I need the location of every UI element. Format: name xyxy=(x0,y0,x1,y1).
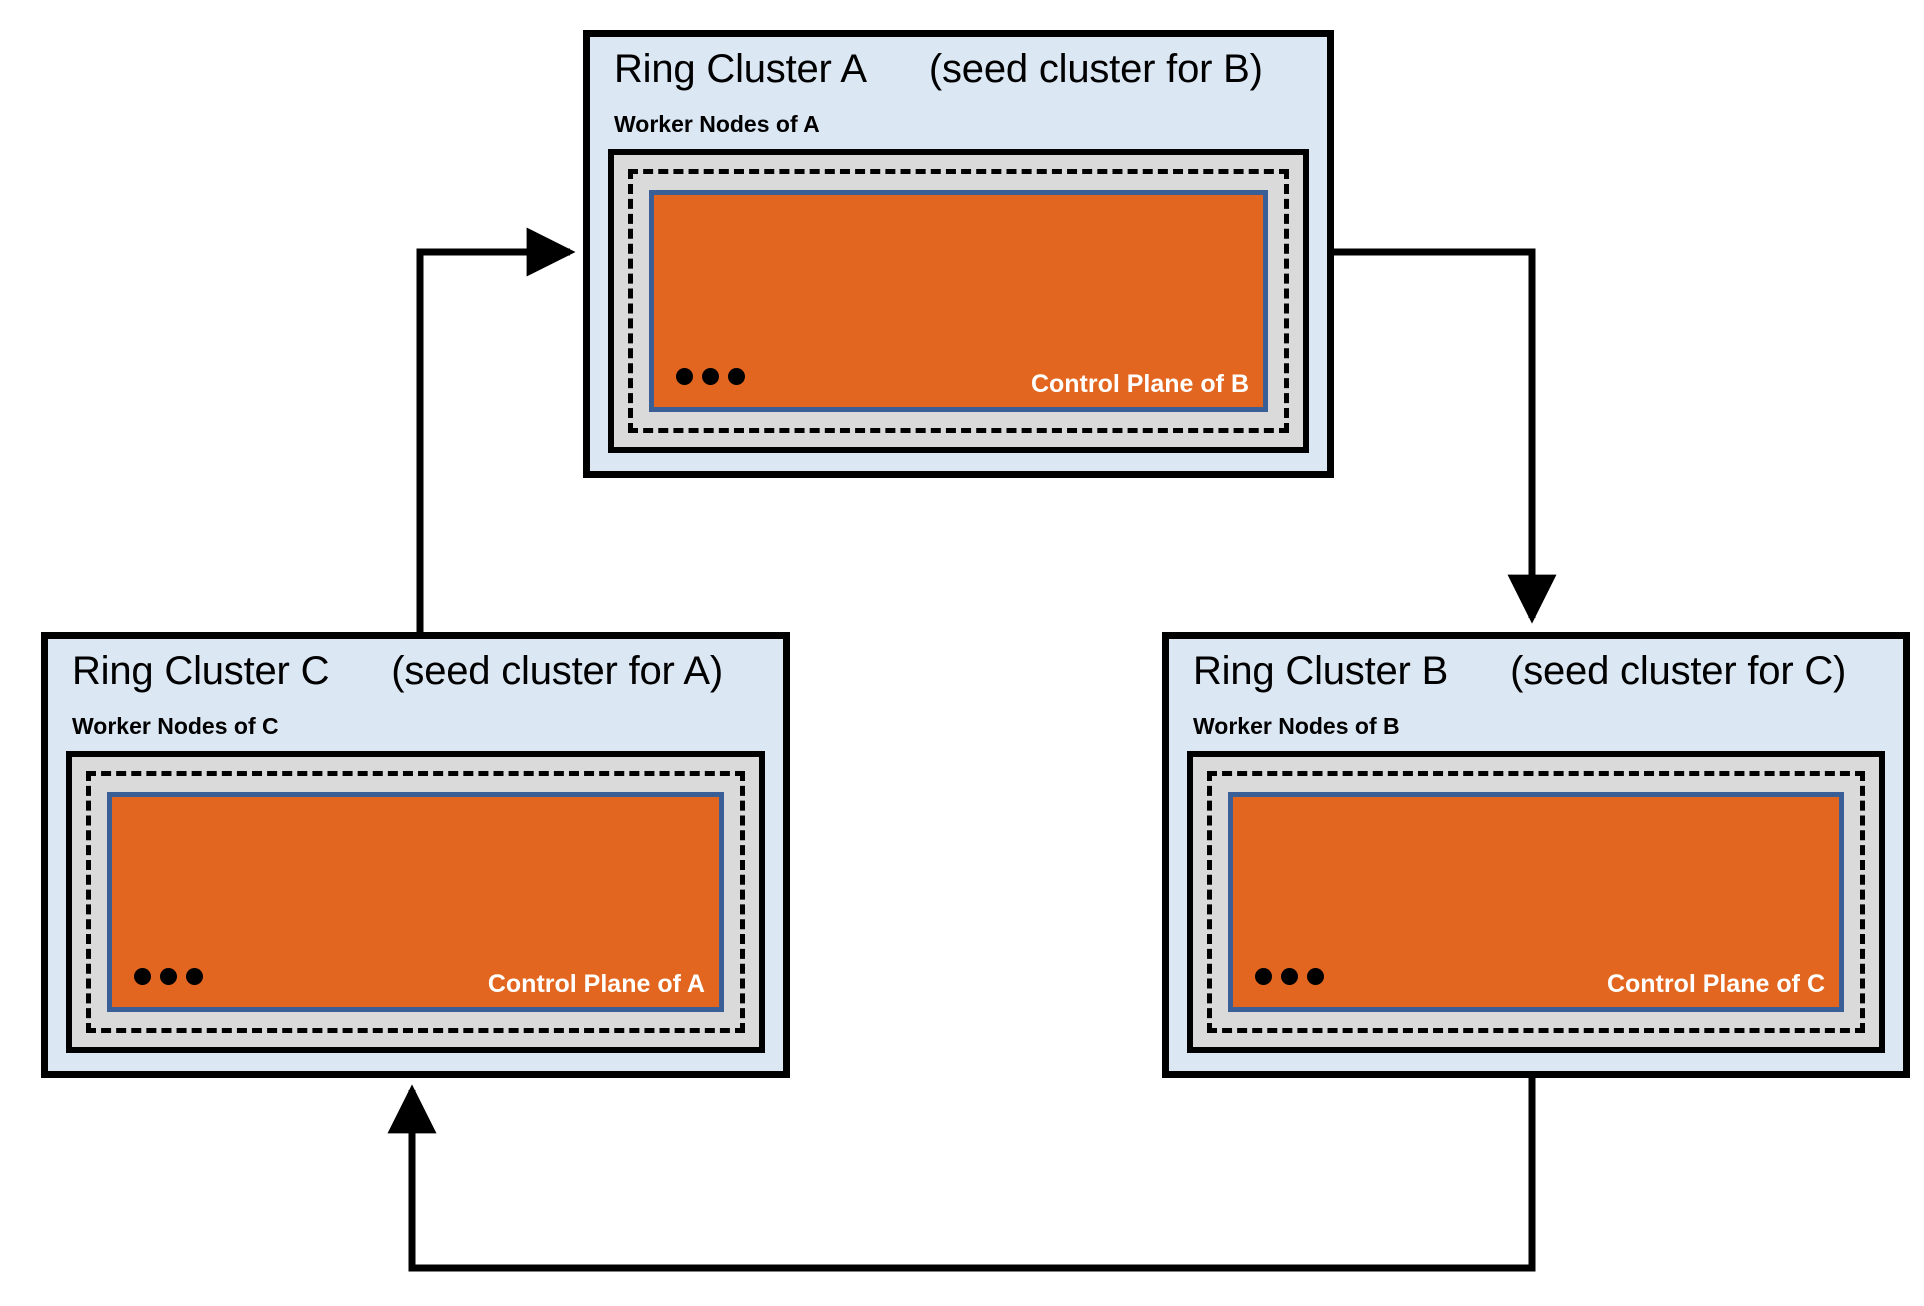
cluster-c-title: Ring Cluster C (seed cluster for A) xyxy=(72,649,723,694)
control-plane-box-c[interactable]: Control Plane of A xyxy=(107,792,724,1012)
cluster-a-name: Ring Cluster A xyxy=(614,47,867,91)
arrow-c-to-a xyxy=(416,227,576,632)
cluster-box-c[interactable]: Ring Cluster C (seed cluster for A) Worke… xyxy=(41,632,790,1078)
arrow-a-to-b xyxy=(1334,248,1557,624)
cluster-c-name: Ring Cluster C xyxy=(72,649,330,693)
cluster-a-worker-label: Worker Nodes of A xyxy=(614,111,820,137)
node-boundary-dashed-c: Control Plane of A xyxy=(86,771,745,1033)
cluster-box-b[interactable]: Ring Cluster B (seed cluster for C) Worke… xyxy=(1162,632,1910,1078)
cluster-c-seed-note: (seed cluster for A) xyxy=(391,649,723,693)
worker-nodes-box-c: Control Plane of A xyxy=(66,751,765,1053)
cluster-b-worker-label: Worker Nodes of B xyxy=(1193,713,1400,739)
control-plane-box-a[interactable]: Control Plane of B xyxy=(649,190,1268,412)
cluster-box-a[interactable]: Ring Cluster A (seed cluster for B) Worke… xyxy=(583,30,1334,478)
arrow-b-to-c xyxy=(387,1078,1536,1272)
ellipsis-icon-b xyxy=(1255,968,1324,985)
worker-nodes-box-b: Control Plane of C xyxy=(1187,751,1885,1053)
worker-nodes-box-a: Control Plane of B xyxy=(608,149,1309,453)
node-boundary-dashed-a: Control Plane of B xyxy=(628,169,1289,433)
control-plane-label-c: Control Plane of A xyxy=(487,970,705,998)
cluster-a-title: Ring Cluster A (seed cluster for B) xyxy=(614,47,1263,92)
cluster-b-name: Ring Cluster B xyxy=(1193,649,1449,693)
control-plane-label-a: Control Plane of B xyxy=(1030,370,1249,398)
cluster-a-seed-note: (seed cluster for B) xyxy=(928,47,1263,91)
cluster-b-seed-note: (seed cluster for C) xyxy=(1510,649,1847,693)
ellipsis-icon-a xyxy=(676,368,745,385)
control-plane-label-b: Control Plane of C xyxy=(1606,970,1825,998)
node-boundary-dashed-b: Control Plane of C xyxy=(1207,771,1865,1033)
ellipsis-icon-c xyxy=(134,968,203,985)
cluster-c-worker-label: Worker Nodes of C xyxy=(72,713,279,739)
cluster-b-title: Ring Cluster B (seed cluster for C) xyxy=(1193,649,1846,694)
control-plane-box-b[interactable]: Control Plane of C xyxy=(1228,792,1844,1012)
